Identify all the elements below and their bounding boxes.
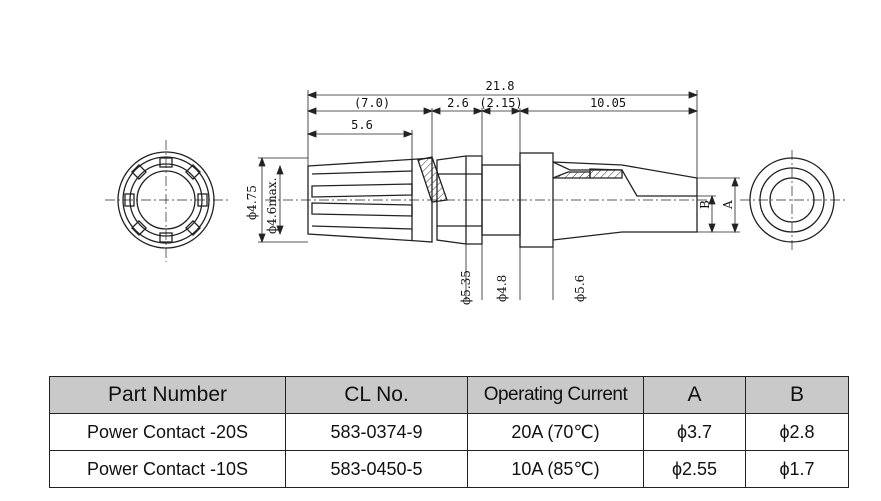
left-end-view	[105, 140, 228, 262]
cell-cl-no: 583-0374-9	[285, 413, 468, 451]
cell-cl-no: 583-0450-5	[285, 450, 468, 488]
dimension-lines	[258, 90, 740, 300]
header-operating-current: Operating Current	[467, 376, 644, 414]
dim-seg2: 2.6	[447, 96, 469, 110]
cell-operating-current: 10A (85℃)	[467, 450, 644, 488]
dim-seg1: (7.0)	[354, 96, 390, 110]
cell-b: ϕ2.8	[745, 413, 849, 451]
header-part-number: Part Number	[49, 376, 286, 414]
header-cl-no: CL No.	[285, 376, 468, 414]
spec-table: Part Number CL No. Operating Current A B…	[49, 376, 849, 488]
dim-dia-outer: ϕ4.75	[245, 185, 259, 220]
cell-part-number: Power Contact -10S	[49, 450, 286, 488]
dim-seg4: 10.05	[590, 96, 626, 110]
cell-a: ϕ2.55	[643, 450, 746, 488]
dim-dia-inner: ϕ4.6max.	[265, 178, 279, 234]
header-a: A	[643, 376, 746, 414]
technical-drawing: 21.8 (7.0) 2.6 (2.15) 10.05 5.6 ϕ4.75 ϕ4…	[105, 79, 845, 305]
dim-label-a: A	[721, 200, 735, 210]
dim-overall: 21.8	[486, 79, 515, 93]
dim-dia-535: ϕ5.35	[459, 270, 473, 305]
dim-label-b: B	[698, 200, 712, 209]
cell-part-number: Power Contact -20S	[49, 413, 286, 451]
dim-seg3: (2.15)	[479, 96, 522, 110]
table-header-row: Part Number CL No. Operating Current A B	[49, 376, 849, 414]
cell-operating-current: 20A (70℃)	[467, 413, 644, 451]
cell-b: ϕ1.7	[745, 450, 849, 488]
dim-inner-length: 5.6	[351, 118, 373, 132]
header-b: B	[745, 376, 849, 414]
right-end-view	[740, 150, 845, 252]
dim-dia-48: ϕ4.8	[495, 275, 509, 302]
table-row: Power Contact -20S 583-0374-9 20A (70℃) …	[49, 413, 849, 451]
side-view	[265, 152, 710, 248]
dim-dia-56: ϕ5.6	[573, 275, 587, 302]
cell-a: ϕ3.7	[643, 413, 746, 451]
table-row: Power Contact -10S 583-0450-5 10A (85℃) …	[49, 450, 849, 488]
